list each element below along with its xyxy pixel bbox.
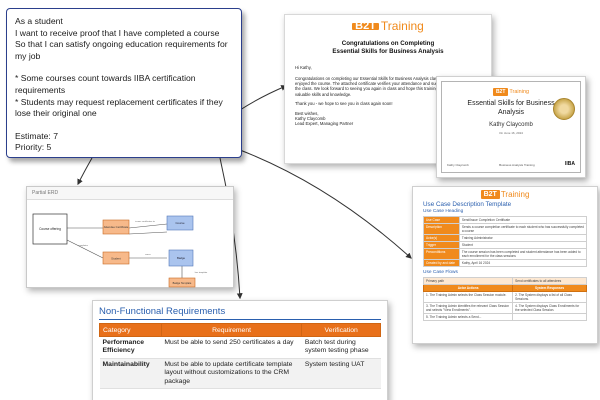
erd-entity-label: Attendee Certificate — [104, 225, 129, 229]
erd-entity-badge — [168, 249, 194, 267]
table-row: 5. The Training Admin selects a Send... — [422, 313, 587, 321]
table-row: Performance Efficiency Must be able to s… — [99, 336, 381, 359]
erd-entity-course — [166, 215, 194, 231]
use-case-flows-heading: Use Case Flows — [423, 270, 458, 275]
erd-header: Partial ERD — [27, 187, 233, 200]
use-case-subheading: Use Case Heading — [423, 209, 464, 214]
erd-entity-badge-template — [168, 277, 196, 288]
certificate-date: On June 16, 2024 — [499, 131, 523, 135]
table-row: Maintainability Must be able to update c… — [99, 358, 381, 390]
table-row: Primary path Send certificates to all at… — [422, 277, 587, 285]
table-row: 1. The Training Admin selects the Class … — [422, 291, 587, 303]
story-estimate: Estimate: 7 — [15, 130, 58, 141]
certificate-title: Essential Skills for Business Analysis — [467, 100, 555, 116]
table-header-row: Actor Actions System Responses — [422, 284, 587, 292]
erd-relationship-label: completes — [78, 244, 89, 247]
story-line: I want to receive proof that I have comp… — [15, 27, 220, 38]
certificate-recipient: Kathy Claycomb — [489, 122, 533, 128]
column-header: Verification — [301, 323, 381, 337]
table-header-row: Category Requirement Verification — [99, 323, 381, 337]
erd-entity-course-offering — [32, 213, 68, 245]
arrow-to-usecase — [239, 149, 412, 259]
erd-relationship-label: earns — [145, 253, 151, 256]
email-thanks: Thank you - we hope to see you in class … — [295, 101, 393, 107]
email-body: Congratulations on completing our Essent… — [295, 75, 477, 97]
erd-entity-label: Course — [175, 221, 184, 225]
use-case-flows-table: Primary path Send certificates to all at… — [422, 277, 587, 321]
erd-entity-label: Course offering — [39, 227, 61, 231]
erd-entity-label: Badge — [177, 256, 186, 260]
nfr-table: Category Requirement Verification Perfor… — [99, 323, 381, 390]
table-row: Actor(s)Training Administrator — [423, 234, 588, 242]
user-story-card: As a student I want to receive proof tha… — [6, 8, 242, 158]
story-bullet: * Students may request replacement certi… — [15, 96, 223, 119]
erd-canvas: Course offering Attendee Certificate Stu… — [32, 213, 208, 288]
non-functional-requirements: Non-Functional Requirements Category Req… — [92, 300, 388, 400]
arrow-to-email — [239, 85, 288, 111]
iiba-logo: IIBA — [565, 161, 575, 167]
completion-certificate: B2T Training Essential Skills for Busine… — [436, 76, 586, 178]
email-signature: Best wishes, Kathy Claycomb Lead Expert,… — [295, 110, 354, 127]
story-priority: Priority: 5 — [15, 142, 52, 153]
erd-entity-label: Student — [111, 257, 121, 261]
nfr-title: Non-Functional Requirements — [99, 306, 226, 317]
seal-icon — [553, 98, 575, 120]
story-line: So that I can satisfy ongoing education … — [15, 39, 228, 61]
erd-entity-label: Badge Template — [173, 281, 192, 285]
table-row: 3. The Training Admin identifies the rel… — [422, 302, 587, 314]
column-header: Category — [99, 323, 162, 337]
use-case-title: Use Case Description Template — [423, 201, 512, 208]
b2t-logo: B2T Training — [442, 88, 580, 96]
use-case-description: B2T Training Use Case Description Templa… — [412, 186, 598, 344]
b2t-logo: B2T Training — [295, 20, 481, 32]
story-bullet: * Some courses count towards IIBA certif… — [15, 73, 196, 95]
column-header: Requirement — [160, 323, 303, 337]
email-title: Congratulations on Completing Essential … — [332, 40, 444, 55]
arrow-to-erd — [77, 157, 93, 186]
story-line: As a student — [15, 16, 63, 26]
erd-entity-attendee-certificate — [102, 219, 130, 235]
certificate-signature: Kathy Claycomb — [447, 163, 469, 167]
b2t-logo: B2T Training — [423, 190, 587, 199]
partial-erd: Partial ERD Course offering Attendee Cer… — [26, 186, 234, 288]
erd-entity-student — [102, 251, 130, 265]
certificate-org: Business Analysis Training — [499, 163, 535, 167]
erd-relationship-label: has template — [195, 271, 208, 274]
email-greeting: Hi Kathy, — [295, 65, 312, 71]
erd-relationship-label: issues certificates to — [135, 220, 155, 223]
